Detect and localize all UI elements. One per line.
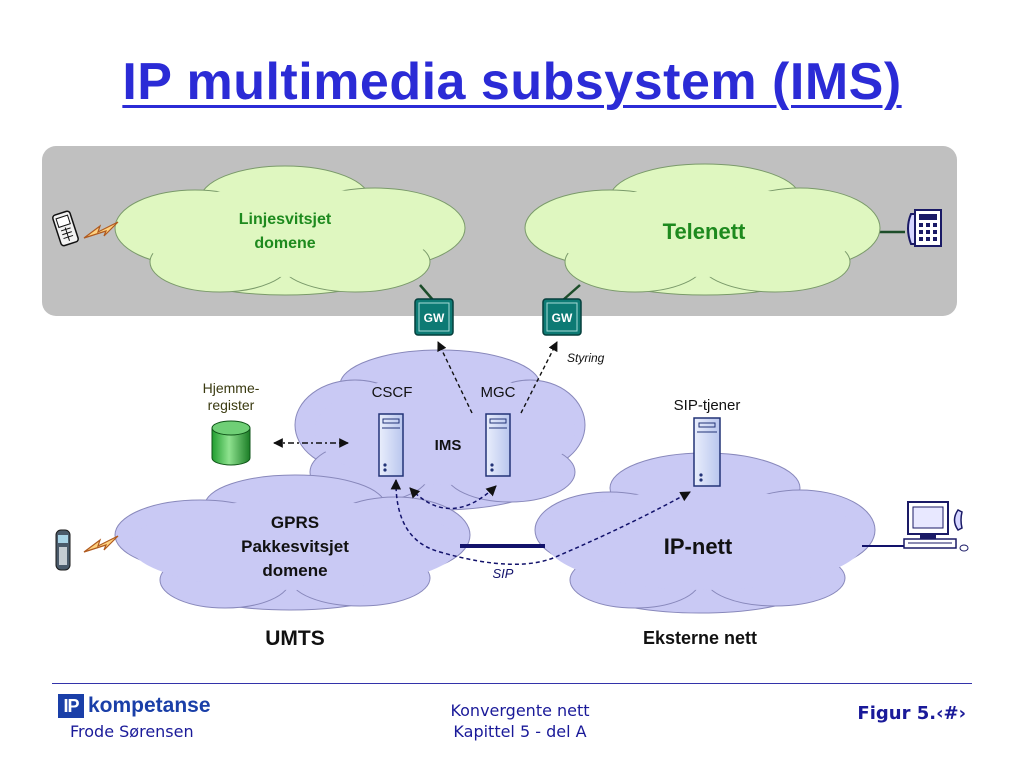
lightning-icon <box>83 221 119 239</box>
styring-arrow-right <box>520 341 558 414</box>
umts-label: UMTS <box>265 627 325 650</box>
gateway-left-label: GW <box>424 311 445 325</box>
page-title: IP multimedia subsystem (IMS) <box>122 53 902 111</box>
course-title: Konvergente nett <box>450 701 590 720</box>
gateway-left <box>414 298 454 336</box>
author-name: Frode Sørensen <box>70 722 194 741</box>
footer-divider <box>52 683 972 684</box>
gw-link-left <box>419 284 434 301</box>
gw-link-right <box>562 284 581 301</box>
ip-kompetanse-logo: IP kompetanse <box>58 694 211 718</box>
logo-text: kompetanse <box>88 694 211 717</box>
gprs-cloud <box>114 474 471 611</box>
cell-phone-icon <box>55 529 71 571</box>
gprs-label-2: Pakkesvitsjet <box>241 537 349 556</box>
gprs-label-3: domene <box>262 561 327 580</box>
circuit-switched-label-2: domene <box>254 235 315 252</box>
styring-label: Styring <box>567 351 605 365</box>
mgc-server-icon <box>485 413 511 477</box>
computer-icon <box>903 501 969 552</box>
home-register-label-2: register <box>208 397 255 413</box>
course-chapter: Kapittel 5 - del A <box>453 722 587 741</box>
cscf-server-icon <box>378 413 404 477</box>
mgc-label: MGC <box>481 384 516 401</box>
styring-arrow-left <box>437 341 473 414</box>
course-info: Konvergente nett Kapittel 5 - del A <box>400 700 640 742</box>
circuit-switched-cloud <box>114 165 466 296</box>
gateway-right <box>542 298 582 336</box>
home-register-label-1: Hjemme- <box>203 380 260 396</box>
desk-phone-icon <box>907 209 942 247</box>
ipnett-label: IP-nett <box>664 534 733 559</box>
cscf-label: CSCF <box>372 384 413 401</box>
sip-server-icon <box>693 417 721 487</box>
external-networks-label: Eksterne nett <box>643 628 757 648</box>
mobile-phone-icon <box>52 210 79 247</box>
gateway-right-label: GW <box>552 311 573 325</box>
circuit-switched-label-1: Linjesvitsjet <box>239 211 332 228</box>
logo-mark: IP <box>58 694 84 718</box>
telenett-label: Telenett <box>663 219 746 244</box>
figure-number: Figur 5.‹#› <box>857 703 966 724</box>
sip-server-label: SIP-tjener <box>674 397 741 414</box>
sip-signalling-path <box>390 478 691 565</box>
ip-network-cloud <box>534 452 876 614</box>
telephone-network-cloud <box>524 163 881 296</box>
lightning-icon-2 <box>83 535 119 553</box>
ims-label: IMS <box>435 437 462 454</box>
gprs-label-1: GPRS <box>271 513 319 532</box>
sip-label: SIP <box>493 566 514 581</box>
database-icon <box>211 420 251 466</box>
